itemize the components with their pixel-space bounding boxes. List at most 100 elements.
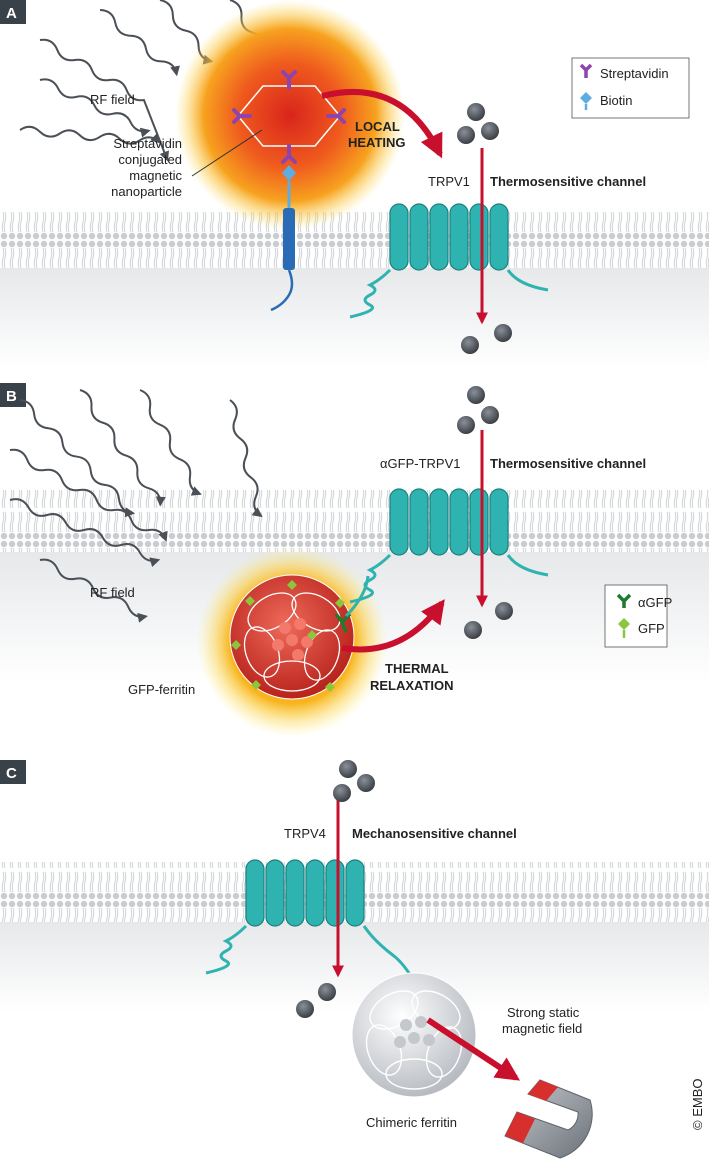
nano-label-4: nanoparticle (111, 184, 182, 199)
rf-field-label-b: RF field (90, 585, 135, 600)
subunit (425, 1026, 463, 1078)
c-terminus (362, 925, 416, 982)
cytoplasm-a (0, 268, 709, 368)
subunit (385, 1058, 443, 1090)
nano-label-3: magnetic (129, 168, 182, 183)
panel-a-letter: A (6, 5, 17, 22)
panel-a-badge (0, 0, 26, 24)
helix (265, 859, 285, 927)
rf-wave (39, 558, 148, 623)
rf-wave (99, 9, 180, 77)
gfp-icon (245, 596, 255, 606)
cation-icon (457, 126, 475, 144)
channel-a-name: TRPV1 (428, 174, 470, 189)
relax-label-1: THERMAL (385, 661, 449, 676)
cation-icons-b (457, 386, 513, 639)
cation-icon (495, 602, 513, 620)
legend-b-item-1: αGFP (638, 595, 672, 610)
panel-b-badge (0, 383, 26, 407)
cation-icon (494, 324, 512, 342)
membrane-a (0, 208, 709, 268)
cation-icon (333, 784, 351, 802)
magnetic-pull-arrow (426, 1017, 521, 1081)
field-label-1: Strong static (507, 1005, 580, 1020)
cation-icon (464, 621, 482, 639)
heating-arrow (321, 88, 443, 159)
cation-icon (481, 406, 499, 424)
iron-particle (423, 1034, 435, 1046)
cation-icon (457, 416, 475, 434)
gfp-icon (251, 680, 261, 690)
rf-wave (79, 389, 166, 507)
helix (305, 859, 325, 927)
n-terminus-coil (349, 553, 392, 604)
iron-particle (415, 1016, 427, 1028)
rf-waves-b (9, 389, 263, 623)
gfp-icon (335, 598, 345, 608)
nano-label-1: Streptavidin (113, 136, 182, 151)
n-terminus-coil (349, 268, 392, 319)
iron-particle (292, 649, 304, 661)
biotin-icon (282, 165, 296, 181)
cation-icon (339, 760, 357, 778)
heat-label-1: LOCAL (355, 119, 400, 134)
rf-wave (139, 389, 202, 496)
cation-icon (481, 122, 499, 140)
subunit (303, 629, 341, 681)
horseshoe-magnet-icon (504, 1079, 593, 1159)
helix (469, 488, 489, 556)
iron-particle (301, 636, 313, 648)
streptavidin-icon (579, 63, 593, 78)
iron-particle (279, 622, 291, 634)
panel-a: A RF field Streptavidin conjugated magne… (0, 0, 709, 368)
cation-icon (461, 336, 479, 354)
helix (345, 859, 365, 927)
cation-icons-a (457, 103, 512, 354)
heat-label-2: HEATING (348, 135, 406, 150)
channel-a-type: Thermosensitive channel (490, 174, 646, 189)
legend-a-item-1: Streptavidin (600, 66, 669, 81)
trpv1-channel-b (349, 488, 549, 604)
cation-icon (357, 774, 375, 792)
panel-c: C TRPV4 Mechanosensitive channel (0, 760, 709, 1159)
magnet-pole (528, 1080, 558, 1101)
helix (469, 203, 489, 271)
rf-wave (9, 498, 161, 568)
subunit (263, 660, 321, 692)
c-terminus (506, 554, 549, 577)
relax-label-2: RELAXATION (370, 678, 454, 693)
helix (429, 203, 449, 271)
field-label-2: magnetic field (502, 1021, 582, 1036)
gfp-icon (325, 682, 335, 692)
rf-wave (229, 399, 263, 518)
gfp-icon (618, 618, 630, 630)
ferritin-label-b: GFP-ferritin (128, 682, 195, 697)
helix (409, 203, 429, 271)
rf-wave (39, 78, 151, 138)
helix (449, 203, 469, 271)
panel-c-letter: C (6, 765, 17, 782)
membrane-anchor-a (283, 208, 295, 270)
relaxation-arrow (341, 599, 445, 653)
rf-field-label-a: RF field (90, 92, 135, 107)
ferritin-subunits-c (365, 990, 463, 1090)
subunit (411, 990, 461, 1030)
iron-particle (400, 1019, 412, 1031)
helix (285, 859, 305, 927)
iron-particle (286, 634, 298, 646)
biotin-icon (580, 92, 592, 104)
leader-line-a (191, 129, 263, 177)
agfp-icon (616, 593, 632, 608)
helix (325, 859, 345, 927)
iron-core-c (394, 1016, 435, 1048)
iron-particle (272, 639, 284, 651)
streptavidin-icon (281, 70, 297, 90)
streptavidin-icon (326, 108, 346, 124)
channel-b-type: Thermosensitive channel (490, 456, 646, 471)
rf-wave (19, 125, 161, 145)
channel-tether (344, 575, 370, 618)
rf-wave (39, 38, 169, 162)
cytoplasm-c (0, 922, 709, 1012)
